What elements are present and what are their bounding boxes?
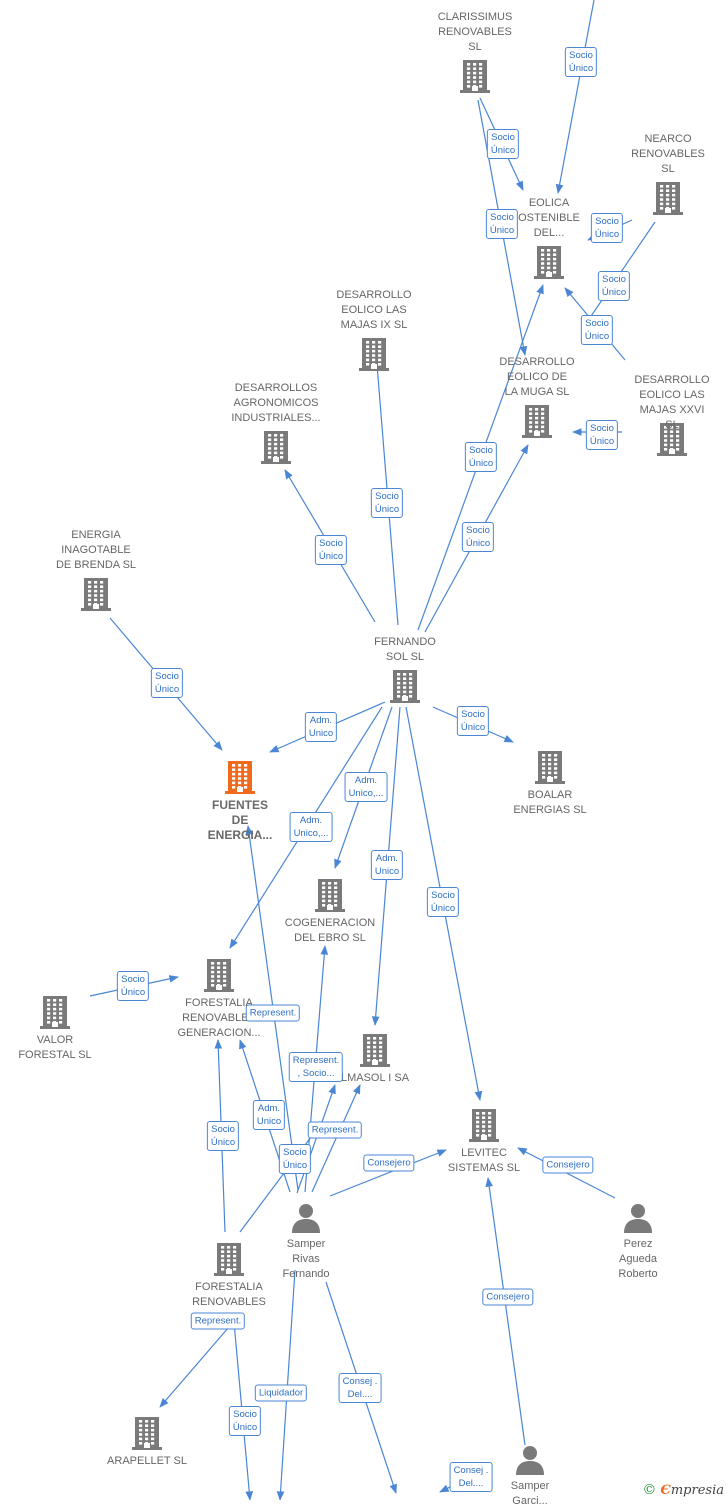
building-icon[interactable] [315,878,345,912]
building-icon[interactable] [390,669,420,703]
node-label-boalar[interactable]: BOALAR ENERGIAS SL [513,789,587,816]
edge-label-relation[interactable]: Represent. [190,1312,246,1330]
building-icon[interactable] [204,958,234,992]
edge-label-relation[interactable]: Consej . Del.... [338,1373,382,1403]
node-label-muga[interactable]: DESARROLLO EOLICO DE LA MUGA SL [499,356,575,398]
relation-edge [329,1149,447,1197]
building-icon[interactable] [653,181,683,215]
node-label-fernando[interactable]: FERNANDO SOL SL [374,636,436,663]
brand-initial: Є [660,1483,671,1498]
node-label-levitec[interactable]: LEVITEC SISTEMAS SL [447,1147,521,1174]
node-label-valor[interactable]: VALOR FORESTAL SL [18,1034,92,1061]
node-label-brenda[interactable]: ENERGIA INAGOTABLE DE BRENDA SL [55,529,137,571]
edge-label-relation[interactable]: Socio Único [426,887,460,917]
relation-edge [239,1124,321,1233]
node-label-nearco[interactable]: NEARCO RENOVABLES SL [631,133,705,175]
edge-label-relation[interactable]: Socio Único [456,706,490,736]
building-icon[interactable] [460,59,490,93]
node-label-majas9[interactable]: DESARROLLO EOLICO LAS MAJAS IX SL [336,289,412,331]
edge-label-relation[interactable]: Socio Único [486,129,520,159]
edge-label-relation[interactable]: Consejero [542,1156,594,1174]
building-icon[interactable] [132,1416,162,1450]
building-icon[interactable] [657,422,687,456]
relation-edge [311,1084,361,1193]
relation-edge [296,1084,336,1194]
empresia-watermark: © Єmpresia [642,1482,724,1498]
edge-label-relation[interactable]: Socio Único [485,209,519,239]
person-icon[interactable] [515,1445,545,1475]
building-icon[interactable] [81,577,111,611]
node-label-clarissimus[interactable]: CLARISSIMUS RENOVABLES SL [437,11,513,53]
relation-edge [555,0,595,194]
building-icon[interactable] [522,404,552,438]
node-label-agronomicos[interactable]: DESARROLLOS AGRONOMICOS INDUSTRIALES... [231,382,321,424]
edge-label-relation[interactable]: Socio Único [150,668,184,698]
building-icon[interactable] [360,1033,390,1067]
edge-label-relation[interactable]: Adm. Unico,... [344,772,388,802]
node-label-perez[interactable]: Perez Agueda Roberto [618,1238,658,1280]
brand-name: mpresia [670,1483,724,1498]
relation-edge [159,1319,236,1408]
edge-label-relation[interactable]: Adm. Unico [304,712,338,742]
edge-label-relation[interactable]: Liquidador [254,1384,308,1402]
building-icon[interactable] [359,337,389,371]
edge-label-relation[interactable]: Socio Único [228,1406,262,1436]
edge-label-relation[interactable]: Represent. [245,1004,301,1022]
building-icon[interactable] [214,1242,244,1276]
person-icon[interactable] [291,1203,321,1233]
edge-label-relation[interactable]: Socio Único [464,442,498,472]
edge-label-relation[interactable]: Adm. Unico [370,850,404,880]
edge-label-relation[interactable]: Socio Único [206,1121,240,1151]
edge-label-relation[interactable]: Socio Único [585,420,619,450]
edge-label-relation[interactable]: Consejero [482,1288,534,1306]
edge-label-relation[interactable]: Consej . Del.... [449,1462,493,1492]
building-icon[interactable] [40,995,70,1029]
edge-label-relation[interactable]: Socio Único [597,271,631,301]
edge-label-relation[interactable]: Socio Único [461,522,495,552]
node-label-almasol[interactable]: LMASOL I SA [340,1072,410,1084]
edge-label-relation[interactable]: Represent. [307,1121,363,1139]
edge-label-relation[interactable]: Socio Único [370,488,404,518]
node-label-fuentes[interactable]: FUENTES DE ENERGIA... [207,798,273,842]
edge-label-relation[interactable]: Adm. Unico [252,1100,286,1130]
node-label-cogeneracion[interactable]: COGENERACION DEL EBRO SL [284,917,376,944]
edge-label-relation[interactable]: Socio Único [116,971,150,1001]
person-icon[interactable] [623,1203,653,1233]
edge-label-relation[interactable]: Socio Único [314,535,348,565]
edge-label-relation[interactable]: Consejero [363,1154,415,1172]
building-icon[interactable] [261,430,291,464]
node-label-arapellet[interactable]: ARAPELLET SL [107,1455,187,1467]
edge-label-relation[interactable]: Socio Único [564,47,598,77]
building-icon[interactable] [225,760,255,794]
node-label-eolica[interactable]: EOLICA OSTENIBLE DEL... [518,197,580,239]
node-label-forestalia1[interactable]: FORESTALIA RENOVABLES GENERACION... [177,997,261,1039]
building-icon[interactable] [535,750,565,784]
copyright-symbol: © [642,1482,657,1498]
edge-label-relation[interactable]: Adm. Unico,... [289,812,333,842]
edge-label-relation[interactable]: Socio Único [580,315,614,345]
edge-label-relation[interactable]: Socio Único [590,213,624,243]
relation-edge [485,1177,526,1446]
edge-label-relation[interactable]: Represent. , Socio... [288,1052,344,1082]
node-label-samper[interactable]: Samper Rivas Fernando [282,1238,330,1280]
node-label-majas26[interactable]: DESARROLLO EOLICO LAS MAJAS XXVI SL [634,374,710,431]
building-icon[interactable] [534,245,564,279]
building-icon[interactable] [469,1108,499,1142]
node-label-samper2[interactable]: Samper Garci... [510,1480,550,1507]
edge-label-relation[interactable]: Socio Único [278,1144,312,1174]
